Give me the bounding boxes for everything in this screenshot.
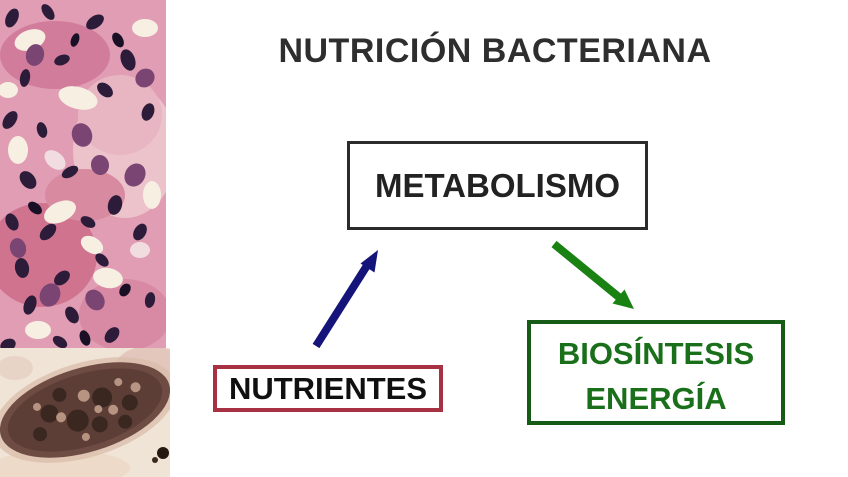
slide-title: NUTRICIÓN BACTERIANA bbox=[278, 32, 712, 70]
nutrientes-label: NUTRIENTES bbox=[228, 370, 428, 406]
energia-label: ENERGÍA bbox=[585, 380, 727, 416]
bacterium-tem-image bbox=[0, 348, 170, 477]
arrow-metabolismo-to-biosintesis bbox=[551, 240, 634, 309]
biosintesis-label: BIOSÍNTESIS bbox=[557, 336, 755, 371]
histology-micrograph-image bbox=[0, 0, 166, 348]
nutrientes-box: NUTRIENTES bbox=[213, 365, 443, 412]
biosintesis-energia-box: BIOSÍNTESIS ENERGÍA bbox=[527, 320, 785, 425]
metabolismo-label: METABOLISMO bbox=[374, 166, 621, 204]
arrow-nutrientes-to-metabolismo bbox=[312, 250, 378, 349]
metabolismo-box: METABOLISMO bbox=[347, 141, 648, 230]
